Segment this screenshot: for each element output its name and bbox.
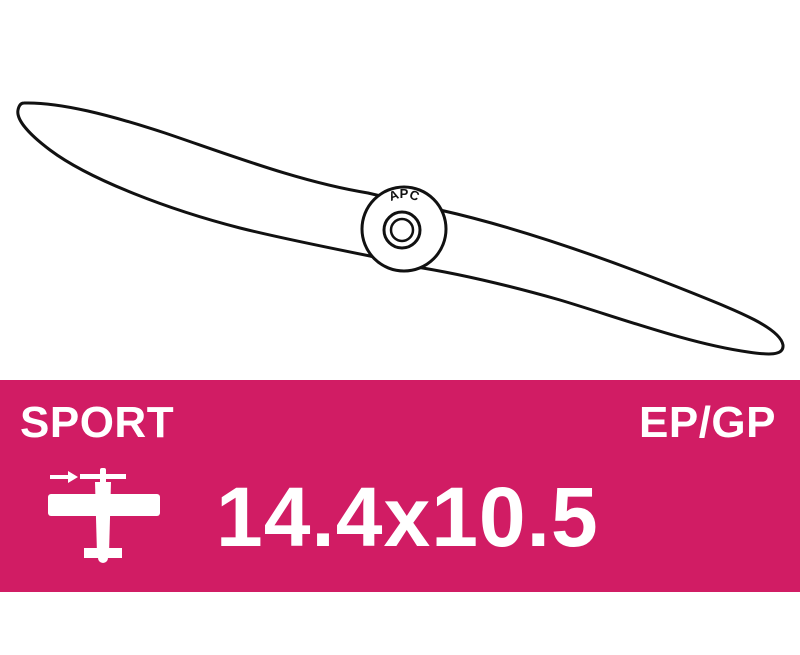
propeller-illustration: APC [16, 101, 785, 356]
propeller-icon: APC [16, 101, 785, 356]
hub-bore [389, 217, 415, 243]
propeller-size: 14.4x10.5 [216, 470, 599, 564]
product-banner: SPORT EP/GP 14.4x10.5 [0, 380, 800, 592]
power-type-label: EP/GP [639, 398, 776, 447]
airplane-direction-icon [48, 468, 160, 564]
hub-brand-text: APC [387, 186, 422, 204]
category-label: SPORT [20, 398, 175, 447]
